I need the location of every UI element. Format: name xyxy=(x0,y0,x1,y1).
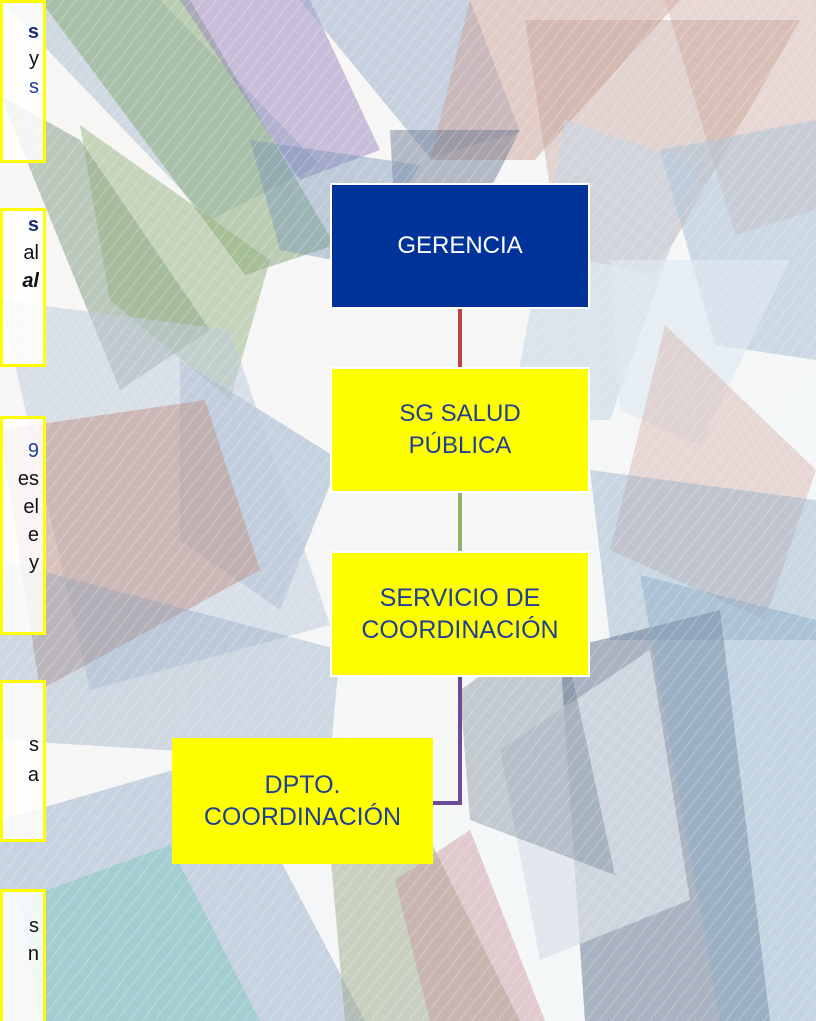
cropped-left-text-panel-3: 9 es el e y xyxy=(0,416,46,635)
left-panel-1-line-1: s xyxy=(27,21,39,43)
gerencia-to-sg-salud-connector xyxy=(458,309,462,367)
left-panel-3-line-2: es xyxy=(17,468,39,490)
left-panel-2-line-3: al xyxy=(22,270,39,292)
sg-salud-to-servicio-connector xyxy=(458,493,462,551)
left-panel-5-line-2: n xyxy=(27,943,39,965)
cropped-left-text-panel-2: s al al xyxy=(0,208,46,367)
left-panel-1-line-3: s xyxy=(29,76,39,98)
dpto-line-2: COORDINACIÓN xyxy=(203,803,402,831)
gerencia-label: GERENCIA xyxy=(397,232,523,259)
servicio-coordinacion-node: SERVICIO DE COORDINACIÓN xyxy=(330,551,590,677)
servicio-line-2: COORDINACIÓN xyxy=(361,616,559,644)
sg-salud-line-2: PÚBLICA xyxy=(408,432,512,459)
left-panel-3-line-1: 9 xyxy=(27,440,39,462)
sg-salud-line-1: SG SALUD xyxy=(399,400,521,427)
left-panel-5-line-1: s xyxy=(29,915,39,937)
left-panel-4-line-1: s xyxy=(29,734,39,756)
dpto-line-1: DPTO. xyxy=(264,771,341,799)
gerencia-node: GERENCIA xyxy=(330,183,590,309)
sg-salud-publica-label: SG SALUD PÚBLICA xyxy=(399,398,520,462)
sg-salud-publica-node: SG SALUD PÚBLICA xyxy=(330,367,590,493)
left-panel-2-line-2: al xyxy=(23,242,39,264)
left-panel-3-line-5: y xyxy=(29,552,39,574)
servicio-coordinacion-label: SERVICIO DE COORDINACIÓN xyxy=(361,582,558,646)
left-panel-4-line-2: a xyxy=(27,764,39,786)
cropped-left-text-panel-5: s n xyxy=(0,889,46,1021)
left-panel-1-line-2: y xyxy=(29,48,39,70)
left-panel-3-line-4: e xyxy=(27,524,39,546)
servicio-to-dpto-vertical-connector xyxy=(458,677,462,803)
dpto-coordinacion-label: DPTO. COORDINACIÓN xyxy=(204,769,401,833)
servicio-line-1: SERVICIO DE xyxy=(379,584,541,612)
left-panel-2-line-1: s xyxy=(27,214,39,236)
cropped-left-text-panel-4: s a xyxy=(0,680,46,842)
left-panel-3-line-3: el xyxy=(23,496,39,518)
cropped-left-text-panel-1: s y s xyxy=(0,0,46,163)
servicio-to-dpto-horizontal-connector xyxy=(432,801,462,805)
dpto-coordinacion-node: DPTO. COORDINACIÓN xyxy=(172,738,433,864)
